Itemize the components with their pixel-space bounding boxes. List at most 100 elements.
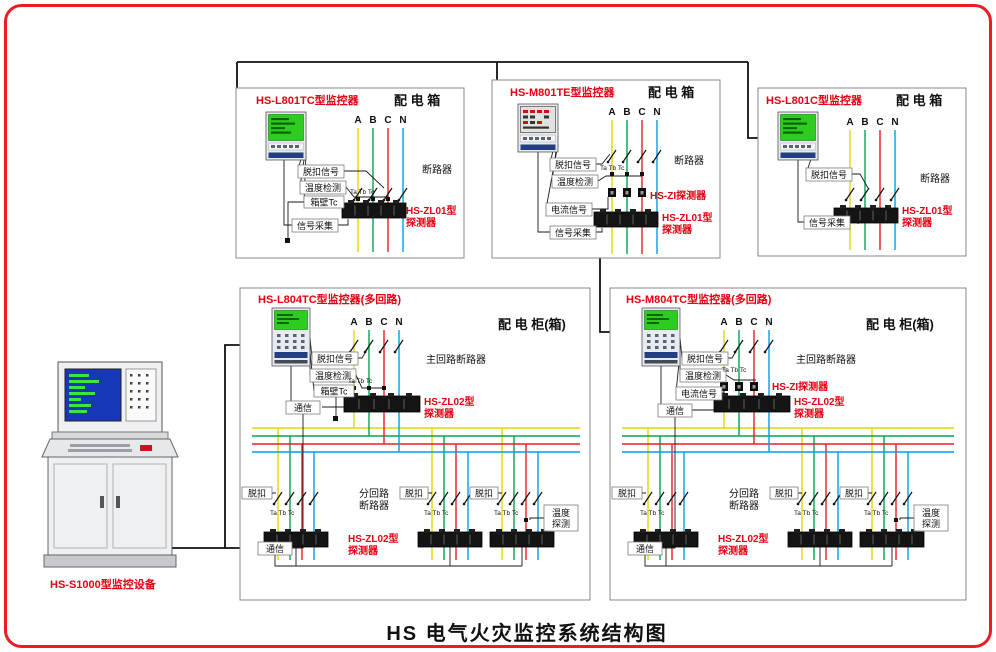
console-screen-text [69, 374, 99, 413]
page-frame [4, 4, 992, 648]
label-box-trip-3: 脱扣 [839, 486, 869, 500]
label-box-temp-detect: 温度检测 [299, 180, 347, 195]
comm-label: 通信 [636, 543, 654, 554]
phase-label-b: B [623, 107, 630, 118]
temp-probe-label-2: 探测 [922, 518, 940, 529]
ta-tb-tc-label: Ta Tb Tc [424, 510, 449, 517]
label-box-trip-2: 脱扣 [769, 486, 799, 500]
phase-label-a: A [720, 317, 727, 328]
label-box-trip-2: 脱扣 [399, 486, 429, 500]
phase-label-a: A [608, 107, 615, 118]
temp-sensors [285, 197, 390, 243]
phase-label-b: B [365, 317, 372, 328]
monitor-model-label: HS-M804TC型监控器(多回路) [626, 292, 772, 306]
current-transformer [750, 382, 758, 391]
label-box-signal-collect: 信号采集 [803, 215, 851, 230]
label-box-trip-signal: 脱扣信号 [311, 351, 359, 366]
phase-label-b: B [369, 115, 376, 126]
monitor-model-label: HS-L801C型监控器 [766, 93, 863, 107]
phase-label-c: C [638, 107, 645, 118]
panel-kind-label: 配 电 箱 [648, 85, 694, 100]
breaker-label: 断路器 [422, 163, 452, 176]
panel-dist-box-3: HS-L801C型监控器 配 电 箱 A B C N 脱扣信号 信号采集 断路器… [757, 87, 967, 257]
phase-label-n: N [395, 317, 402, 328]
console-keyboard [41, 438, 179, 458]
branch-breaker-device [489, 528, 555, 548]
branch-breaker-label-2: 断路器 [359, 499, 389, 512]
current-signal-label: 电流信号 [681, 388, 717, 399]
phase-n-lines [252, 330, 580, 560]
label-box-signal-collect: 信号采集 [291, 218, 339, 233]
label-box-temp-detect: 温度检测 [679, 368, 727, 383]
console-door-right [112, 463, 167, 549]
page-title: HS 电气火灾监控系统结构图 [386, 621, 667, 645]
main-breaker-device [343, 392, 421, 413]
console-key-row [70, 444, 130, 447]
zl01-detector-label-1: HS-ZL01型 [902, 204, 953, 217]
console-control-panel [125, 368, 157, 422]
phase-n-lines [622, 330, 954, 560]
panel-kind-label: 配 电 箱 [896, 93, 942, 108]
console-device [41, 361, 179, 568]
panel-kind-label: 配 电 柜(箱) [498, 317, 566, 332]
ta-tb-tc-label: Ta Tb Tc [864, 510, 889, 517]
current-transformer [608, 188, 616, 197]
temp-detect-label: 温度检测 [315, 370, 351, 381]
branch-breaker-label-1: 分回路 [729, 487, 759, 500]
panel-dist-box-2: HS-M801TE型监控器 配 电 箱 A B C N 脱扣信号 温度检测 电流… [491, 79, 721, 259]
panel-dist-cabinet-1: HS-L804TC型监控器(多回路) 配 电 柜(箱) A B C N 脱扣信号… [239, 287, 591, 601]
label-box-temp-probe: 温度 探测 [913, 504, 949, 532]
comm-label: 通信 [266, 543, 284, 554]
phase-label-n: N [399, 115, 406, 126]
console-handle [100, 496, 104, 508]
ta-tb-tc-label: Ta Tb Tc [794, 510, 819, 517]
zi-detector-label: HS-ZI探测器 [650, 189, 707, 202]
zl02-branch-label-2: 探测器 [348, 544, 379, 557]
label-box-signal-collect: 信号采集 [549, 225, 597, 240]
ta-tb-tc-label: Ta Tb Tc [348, 378, 373, 385]
branch-breaker-device [417, 528, 483, 548]
phase-label-c: C [380, 317, 387, 328]
temp-detect-label: 温度检测 [685, 370, 721, 381]
circuit-breaker-device [341, 199, 407, 219]
console-handle [116, 496, 120, 508]
console-base [43, 554, 177, 568]
zl01-detector-label-2: 探测器 [902, 216, 933, 229]
trip-label: 脱扣 [618, 488, 636, 499]
ta-tb-tc-label: Ta Tb Tc [600, 165, 625, 172]
panel-dist-box-1: HS-L801TC型监控器 配 电 箱 A B C N 脱扣信号 温度检测 箱壁… [235, 87, 465, 259]
temp-sensors [610, 172, 644, 176]
signal-collect-label: 信号采集 [297, 220, 333, 231]
wall-tc-label: 箱壁Tc [320, 386, 348, 397]
label-box-trip-1: 脱扣 [241, 486, 273, 500]
monitor-device [641, 307, 681, 367]
zl01-detector-label-2: 探测器 [406, 216, 437, 229]
phase-label-a: A [354, 115, 361, 126]
zl02-detector-label-1: HS-ZL02型 [424, 395, 475, 408]
main-breaker-device [713, 392, 791, 413]
ta-tb-tc-label: Ta Tb Tc [494, 510, 519, 517]
label-box-wall-tc: 箱壁Tc [313, 384, 355, 398]
breaker-label: 断路器 [920, 172, 950, 185]
comm-label: 通信 [666, 405, 684, 416]
monitor-device [271, 307, 311, 367]
phase-label-a: A [846, 117, 853, 128]
main-breaker-label: 主回路断路器 [796, 353, 856, 366]
console-door-left [53, 463, 108, 549]
current-transformer [638, 188, 646, 197]
phase-label-c: C [750, 317, 757, 328]
label-box-temp-probe: 温度 探测 [543, 504, 579, 532]
label-box-comm-bottom: 通信 [627, 541, 663, 556]
temp-probe-label-1: 温度 [552, 507, 570, 518]
branch-breaker-device [787, 528, 853, 548]
current-transformer [623, 188, 631, 197]
circuit-breaker-device [593, 208, 659, 228]
trip-signal-label: 脱扣信号 [555, 159, 591, 170]
zl01-detector-label-1: HS-ZL01型 [406, 204, 457, 217]
ta-tb-tc-label: Ta Tb Tc [640, 510, 665, 517]
panel-kind-label: 配 电 柜(箱) [866, 317, 934, 332]
trip-signal-label: 脱扣信号 [317, 353, 353, 364]
zl02-branch-label-1: HS-ZL02型 [348, 532, 399, 545]
